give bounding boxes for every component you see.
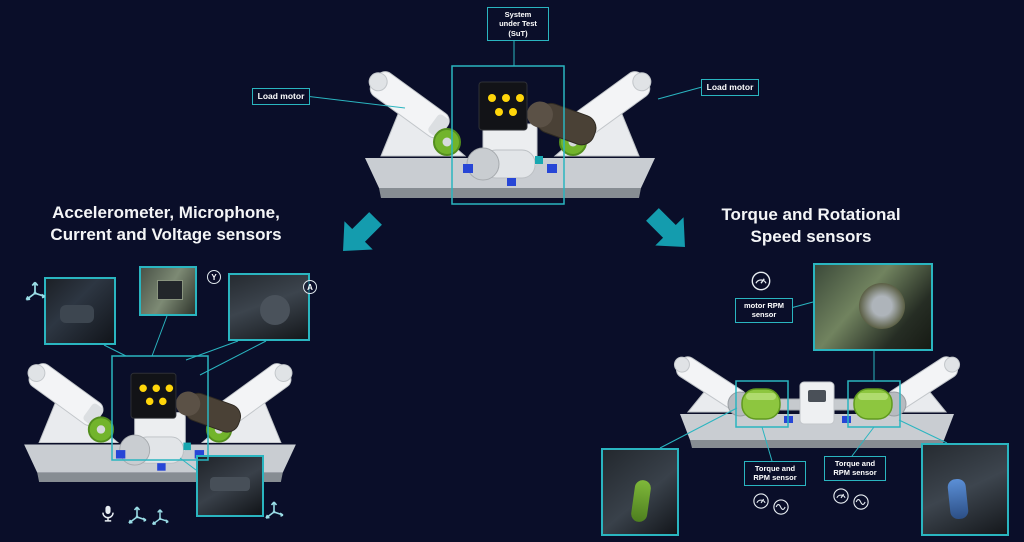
- accelerometer-icon: [125, 503, 149, 532]
- torque-rpm-callout-2: Torque and RPM sensor: [824, 456, 886, 481]
- accelerometer-icon: [149, 506, 171, 533]
- inset-machinery-detail: [260, 295, 290, 325]
- inset-photo-torque-sensor-right: [921, 443, 1009, 536]
- torque-gauge-icon: [752, 492, 770, 515]
- load-motor-right-label: Load motor: [706, 82, 754, 92]
- torque-rpm-1-line1: Torque and: [754, 464, 796, 473]
- test-bench-top-render: [361, 64, 659, 199]
- left-heading-line1: Accelerometer, Microphone,: [52, 203, 280, 222]
- sut-callout-line2: under Test: [499, 19, 537, 29]
- accelerometer-icon: [22, 278, 48, 309]
- motor-rpm-line2: sensor: [751, 310, 777, 320]
- arrow-down-left-icon: [343, 212, 382, 251]
- test-bench-left-render: [20, 356, 300, 483]
- inset-machinery-detail: [946, 478, 970, 520]
- sensor-marker-a-label: A: [307, 282, 313, 292]
- load-motor-right-callout: Load motor: [701, 79, 759, 96]
- load-motor-left-label: Load motor: [257, 91, 305, 101]
- load-motor-left-callout: Load motor: [252, 88, 310, 105]
- inset-photo-torque-sensor-left: [601, 448, 679, 536]
- inset-photo-current-sensor: [196, 455, 264, 517]
- torque-waveform-icon: [852, 493, 870, 516]
- test-bench-right-render: [672, 352, 962, 449]
- sensor-marker-y: Y: [207, 270, 221, 284]
- right-heading-line2: Speed sensors: [750, 227, 872, 246]
- inset-photo-accelerometer-2: [228, 273, 310, 341]
- inset-machinery-detail: [630, 479, 652, 523]
- torque-rpm-2-line2: RPM sensor: [833, 468, 877, 478]
- inset-photo-motor-rpm-sensor: [813, 263, 933, 351]
- rpm-gauge-icon: [750, 270, 772, 297]
- sut-callout-line3: (SuT): [508, 28, 528, 38]
- microphone-icon: [97, 503, 119, 530]
- torque-rpm-callout-1: Torque and RPM sensor: [744, 461, 806, 486]
- sut-callout: System under Test (SuT): [487, 7, 549, 42]
- sensor-marker-a: A: [303, 280, 317, 294]
- accelerometer-icon: [262, 498, 286, 527]
- left-heading-line2: Current and Voltage sensors: [50, 225, 282, 244]
- torque-rpm-1-line2: RPM sensor: [753, 473, 797, 483]
- right-heading-line1: Torque and Rotational: [721, 205, 901, 224]
- inset-machinery-detail: [157, 280, 183, 300]
- inset-photo-circuit-sensor: [139, 266, 197, 316]
- motor-rpm-line1: motor RPM: [744, 301, 784, 310]
- sut-callout-line1: System: [504, 10, 532, 19]
- torque-gauge-icon: [832, 487, 850, 510]
- torque-waveform-icon: [772, 498, 790, 521]
- torque-rpm-2-line1: Torque and: [834, 459, 876, 468]
- left-section-heading: Accelerometer, Microphone, Current and V…: [28, 202, 304, 246]
- sensor-marker-y-label: Y: [211, 272, 217, 282]
- motor-rpm-callout: motor RPM sensor: [735, 298, 793, 323]
- inset-machinery-detail: [210, 477, 250, 491]
- inset-machinery-detail: [60, 305, 94, 323]
- right-section-heading: Torque and Rotational Speed sensors: [700, 204, 922, 248]
- inset-machinery-detail: [859, 283, 905, 329]
- inset-photo-accelerometer-1: [44, 277, 116, 345]
